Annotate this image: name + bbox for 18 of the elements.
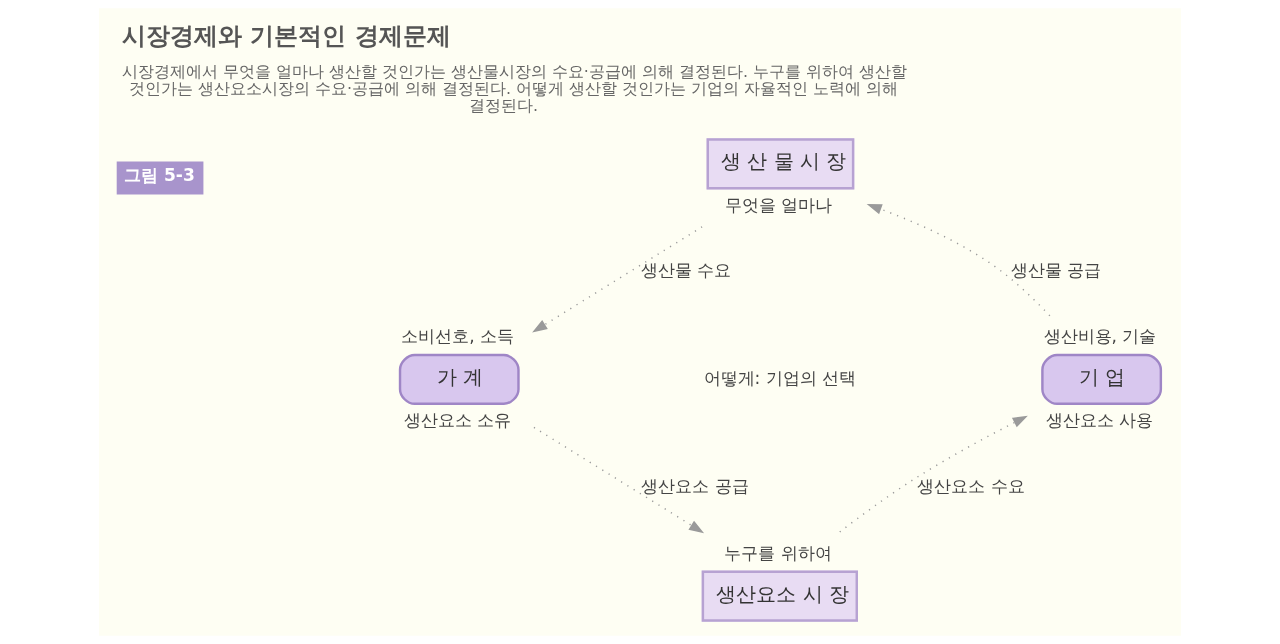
node-label: 누구를 위하여 bbox=[724, 542, 832, 563]
arrow bbox=[839, 415, 1028, 533]
edge-label: 생산요소 공급 bbox=[641, 475, 749, 496]
edge-label: 생산요소 수요 bbox=[917, 475, 1025, 496]
caption: 시장경제에서 무엇을 얼마나 생산할 것인가는 생산물시장의 수요·공급에 의해 결정된다. 누구를 위하여 생산할 것인가는 생산요소시장의 수요·공급에 의해 결정된다. 어떻게 생산할 것인가는 기업의 자율적인 노력에 의해 결정된다. bbox=[121, 62, 908, 116]
label: 어떻게: 기업의 선택 bbox=[703, 367, 857, 388]
arrow bbox=[533, 426, 705, 534]
node-label: 생산요소 소유 bbox=[403, 410, 512, 431]
arrow bbox=[532, 226, 703, 333]
label: 그림 5-3 bbox=[124, 165, 195, 186]
node-label: 소비선호, 소득 bbox=[401, 325, 515, 346]
node-label: 무엇을 얼마나 bbox=[724, 194, 833, 215]
diagram-title: 시장경제와 기본적인 경제문제 bbox=[121, 20, 451, 50]
node-label: 생산요소 사용 bbox=[1046, 410, 1154, 431]
edge-label: 생산물 공급 bbox=[1010, 259, 1102, 280]
node-label: 생산비용, 기술 bbox=[1043, 325, 1157, 346]
arrow bbox=[866, 204, 1051, 317]
edge-label: 생산물 수요 bbox=[640, 259, 732, 280]
